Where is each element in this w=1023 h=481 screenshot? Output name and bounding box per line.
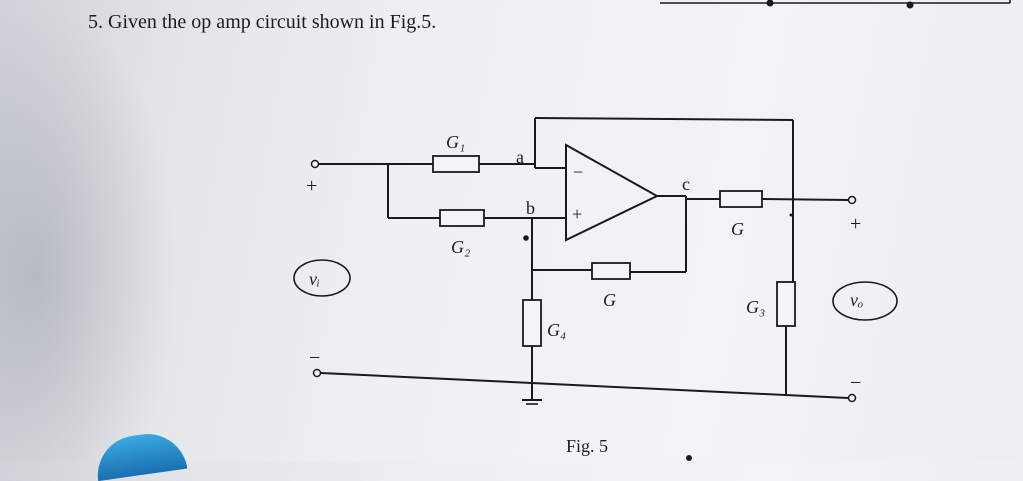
ground-rail [320,372,849,399]
ground-symbol [522,399,542,405]
input-terminal-bottom [312,368,322,378]
resistor-g2 [439,209,485,227]
input-terminal-top [310,159,388,169]
resistor-g3 [776,281,796,327]
node-b-label: b [526,198,535,218]
resistor-g4 [522,299,542,347]
node-b-dot [523,235,529,241]
resistor-g1-label: G₁ [446,132,465,152]
shadow-region [0,0,180,461]
node-b-wires [531,217,566,300]
output-terminal-top [847,195,857,205]
node-c-label: c [682,174,690,194]
input-plus-sign: + [306,175,317,197]
feedback-g-wires [532,269,686,273]
vi-circle [293,259,351,297]
resistor-g1 [432,155,480,173]
opamp-output-wires [657,195,720,272]
opamp-minus-sign: − [573,162,583,182]
output-minus-sign: − [850,372,861,394]
resistor-g-feedback [591,262,631,280]
opamp-plus-sign: + [572,204,582,224]
resistor-g-output-label: G [731,219,744,239]
resistor-g-output [719,190,763,208]
resistor-g3-label: G₃ [746,297,765,317]
input-minus-sign: − [309,347,320,369]
output-terminal-bottom [847,393,857,403]
vo-circle [832,281,898,321]
input-split-wires [387,163,440,219]
wire-g-to-vo [761,198,849,201]
resistor-g4-label: G₄ [547,320,566,340]
resistor-g-feedback-label: G [603,290,616,310]
vi-label: vᵢ [309,269,320,289]
output-junction-dot [789,213,793,217]
circuit-diagram: 5. Given the op amp circuit shown in Fig… [88,0,1011,461]
resistor-g2-label: G₂ [451,237,470,257]
top-frame-fragment [660,0,1011,9]
stray-mark [686,455,692,461]
vo-label: vₒ [850,290,863,310]
output-plus-sign: + [850,213,861,235]
feedback-top-wire [534,117,794,282]
figure-caption: Fig. 5 [566,436,608,456]
opamp-symbol [565,143,660,242]
node-a-label: a [516,147,524,167]
problem-statement: 5. Given the op amp circuit shown in Fig… [88,11,436,33]
